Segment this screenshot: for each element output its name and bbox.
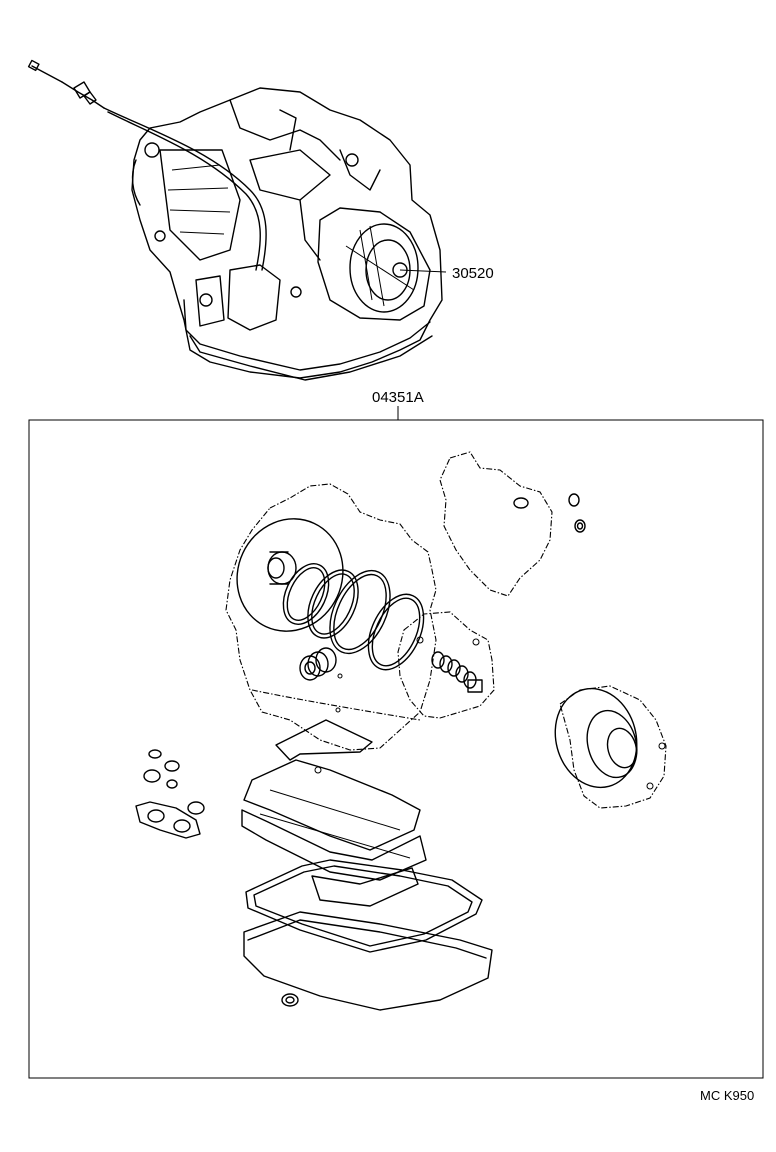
side-cover [317, 207, 431, 321]
transmission-assembly [27, 59, 447, 381]
seal-rings [282, 563, 425, 671]
small-o-ring [574, 519, 586, 533]
transmission-case [131, 87, 443, 379]
small-o-ring [576, 522, 584, 530]
case-gasket [225, 483, 437, 751]
oil-pan-gasket [245, 859, 483, 953]
cover-gasket [439, 451, 553, 597]
figure-code: MC K950 [700, 1088, 754, 1103]
shift-cable [27, 59, 267, 271]
part-number-04351a: 04351A [372, 389, 424, 406]
pump-seal [236, 518, 344, 632]
kit-frame [28, 419, 764, 1079]
oil-pan [243, 911, 493, 1011]
part-number-30520: 30520 [452, 265, 494, 282]
side-cover-seal [554, 685, 667, 809]
spring-seal [299, 647, 337, 681]
front-cover-gasket [397, 611, 495, 719]
drain-plug-gasket [281, 993, 299, 1007]
valve-body-gaskets [241, 719, 427, 907]
small-o-ring [568, 493, 580, 507]
o-ring-set [135, 749, 205, 839]
